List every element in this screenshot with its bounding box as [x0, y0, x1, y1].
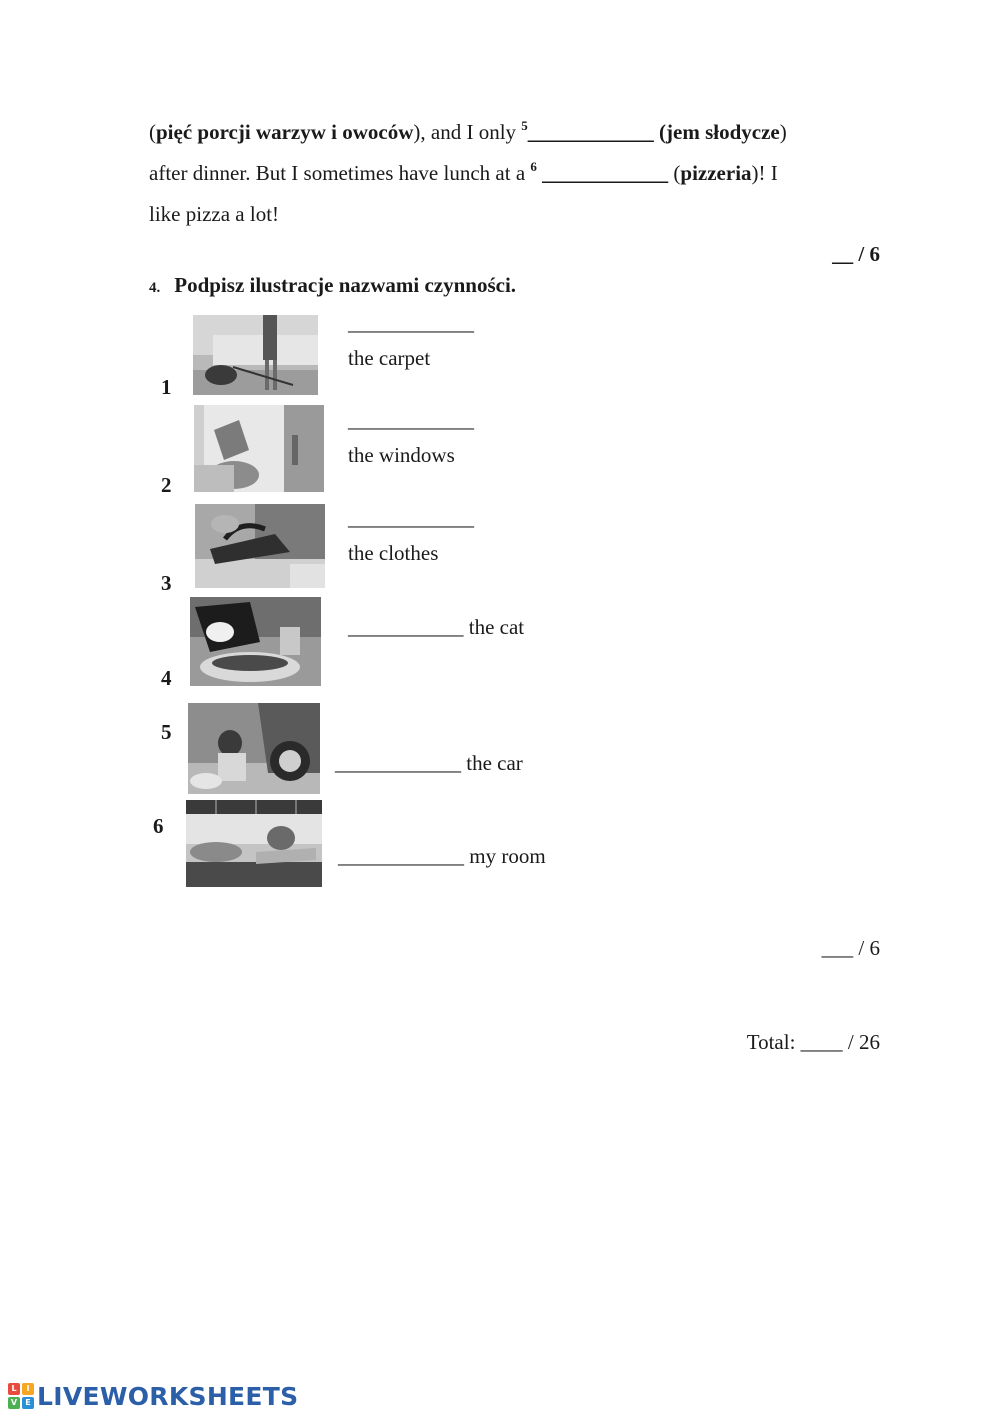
text: like pizza a lot! — [149, 202, 280, 226]
item-number: 3 — [161, 571, 172, 595]
score-exercise-4: ___ / 6 — [821, 936, 880, 960]
paragraph-line-3: like pizza a lot! — [149, 201, 279, 227]
gap-number: 6 — [530, 159, 537, 174]
answer-blank[interactable]: ____________ — [348, 506, 474, 530]
text: )! I — [751, 161, 778, 185]
paragraph-line-1: (pięć porcji warzyw i owoców), and I onl… — [149, 119, 787, 145]
text: ) — [779, 120, 787, 144]
answer-line[interactable]: ____________ my room — [338, 844, 546, 868]
polish-hint: pięć porcji warzyw i owoców — [156, 120, 414, 144]
exercise-title: Podpisz ilustracje nazwami czynności. — [174, 273, 517, 297]
object-text: the clothes — [348, 541, 439, 565]
liveworksheets-logo[interactable]: L I V E LIVEWORKSHEETS — [8, 1381, 298, 1411]
text: ( — [149, 120, 156, 144]
photo-cleaning-windows — [194, 405, 324, 492]
item-number: 2 — [161, 473, 172, 497]
gap-blank-6[interactable]: ____________ — [536, 161, 669, 185]
polish-hint: pizzeria — [680, 161, 752, 185]
photo-vacuuming — [193, 315, 318, 395]
logo-tile-v: V — [8, 1397, 20, 1409]
answer-blank[interactable]: ____________ — [348, 311, 474, 335]
object-text: the windows — [348, 443, 455, 467]
score-exercise-3: __ / 6 — [832, 242, 880, 266]
answer-line[interactable]: ____________ the car — [335, 751, 523, 775]
object-text: the carpet — [348, 346, 431, 370]
text: after dinner. But I sometimes have lunch… — [149, 161, 531, 185]
item-number: 6 — [153, 814, 164, 838]
paragraph-line-2: after dinner. But I sometimes have lunch… — [149, 160, 778, 186]
photo-ironing — [195, 504, 325, 588]
logo-tile-e: E — [22, 1397, 34, 1409]
item-number: 5 — [161, 720, 172, 744]
answer-line[interactable]: ___________ the cat — [348, 615, 525, 639]
photo-feeding-cat — [190, 597, 321, 686]
logo-tile-i: I — [22, 1383, 34, 1395]
gap-number: 5 — [521, 118, 528, 133]
total-score: Total: ____ / 26 — [746, 1030, 880, 1054]
logo-icon: L I V E — [8, 1383, 34, 1409]
exercise-heading: 4. Podpisz ilustracje nazwami czynności. — [149, 273, 516, 298]
text: ( — [668, 161, 681, 185]
item-number: 1 — [161, 375, 172, 399]
photo-washing-car — [188, 703, 320, 794]
logo-text: LIVEWORKSHEETS — [37, 1381, 299, 1411]
exercise-number: 4. — [149, 280, 161, 296]
gap-blank-5[interactable]: ____________ (jem słodycze — [527, 120, 780, 144]
item-number: 4 — [161, 666, 172, 690]
logo-tile-l: L — [8, 1383, 20, 1395]
photo-tidying-room — [186, 800, 322, 887]
answer-blank[interactable]: ____________ — [348, 408, 474, 432]
text: ), and I only — [413, 120, 522, 144]
